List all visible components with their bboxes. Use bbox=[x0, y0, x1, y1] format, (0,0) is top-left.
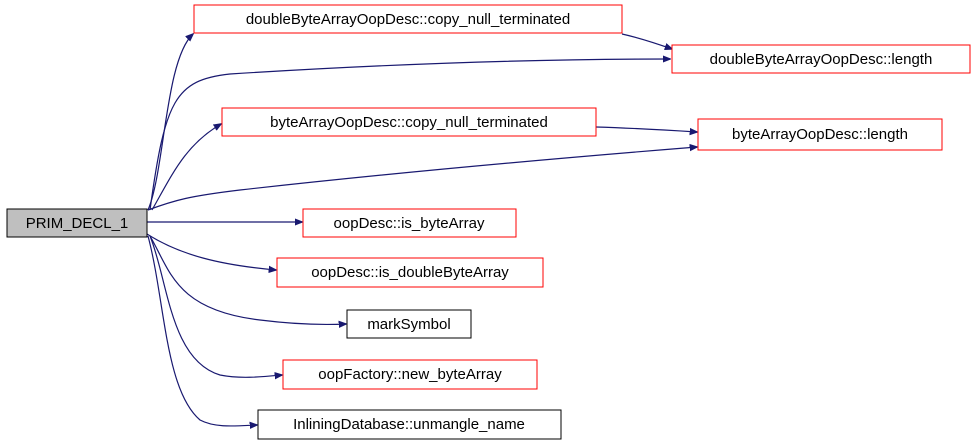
node-byte-array-copy-null-terminated[interactable]: byteArrayOopDesc::copy_null_terminated bbox=[221, 107, 597, 137]
node-double-byte-array-copy-null-terminated[interactable]: doubleByteArrayOopDesc::copy_null_termin… bbox=[193, 4, 623, 34]
edge-root-to-marksymbol bbox=[149, 235, 346, 325]
node-label: doubleByteArrayOopDesc::copy_null_termin… bbox=[246, 11, 570, 28]
edges bbox=[146, 33, 697, 426]
edge-root-to-is-dbytearray bbox=[146, 233, 276, 270]
node-byte-array-length[interactable]: byteArrayOopDesc::length bbox=[697, 118, 943, 151]
edge-ba-copy-to-ba-length bbox=[595, 126, 697, 132]
node-label: doubleByteArrayOopDesc::length bbox=[710, 51, 933, 68]
node-double-byte-array-length[interactable]: doubleByteArrayOopDesc::length bbox=[671, 44, 971, 74]
node-label: PRIM_DECL_1 bbox=[26, 215, 129, 232]
node-label: InliningDatabase::unmangle_name bbox=[293, 416, 525, 433]
node-new-byte-array[interactable]: oopFactory::new_byteArray bbox=[282, 359, 538, 390]
node-is-byte-array[interactable]: oopDesc::is_byteArray bbox=[302, 208, 517, 238]
node-label: byteArrayOopDesc::copy_null_terminated bbox=[270, 114, 548, 131]
edge-root-to-new-bytearray bbox=[149, 235, 282, 377]
node-inlining-database-unmangle-name[interactable]: InliningDatabase::unmangle_name bbox=[257, 409, 562, 440]
node-label: byteArrayOopDesc::length bbox=[732, 126, 908, 143]
node-label: oopDesc::is_byteArray bbox=[334, 215, 485, 232]
edge-root-to-ba-copy bbox=[151, 124, 221, 211]
node-label: oopDesc::is_doubleByteArray bbox=[311, 264, 509, 281]
edge-dba-copy-to-dba-length bbox=[621, 33, 672, 49]
edge-root-to-unmangle bbox=[147, 235, 257, 426]
node-label: markSymbol bbox=[367, 316, 450, 333]
node-mark-symbol[interactable]: markSymbol bbox=[346, 309, 472, 339]
edge-root-to-ba-length bbox=[147, 147, 697, 211]
node-is-double-byte-array[interactable]: oopDesc::is_doubleByteArray bbox=[276, 257, 544, 288]
node-prim-decl-1[interactable]: PRIM_DECL_1 bbox=[6, 208, 148, 238]
edge-root-to-dba-length bbox=[149, 59, 670, 211]
edge-root-to-dba-copy bbox=[147, 34, 193, 211]
node-label: oopFactory::new_byteArray bbox=[318, 366, 502, 383]
nodes: PRIM_DECL_1 doubleByteArrayOopDesc::copy… bbox=[6, 4, 971, 440]
